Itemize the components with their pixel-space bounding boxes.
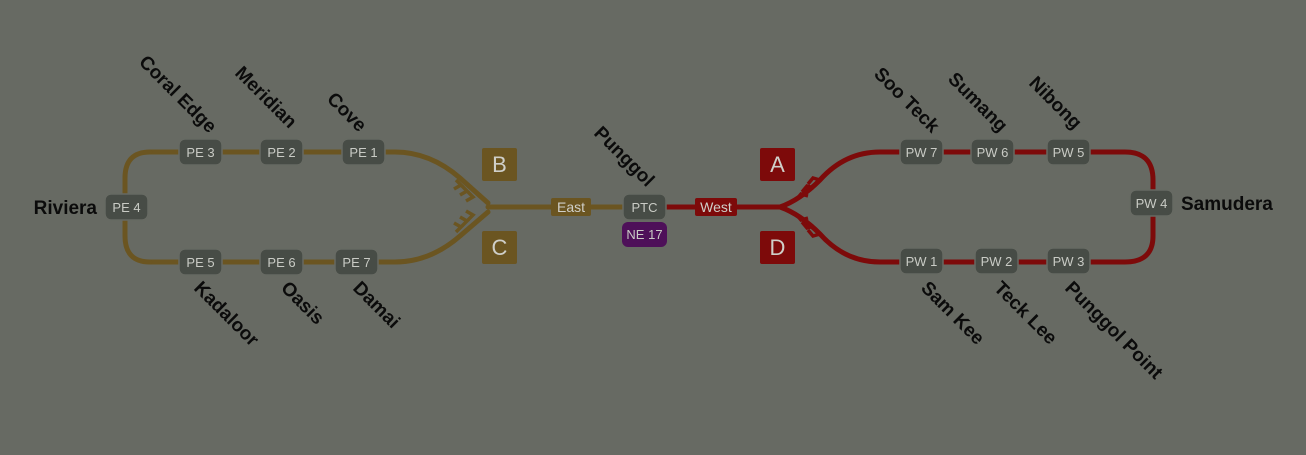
station-pw3[interactable]: PW 3 xyxy=(1046,247,1091,275)
west-label-text: West xyxy=(700,199,732,215)
branch-b-box: B xyxy=(482,148,517,181)
west-direction-chevrons xyxy=(794,176,821,238)
station-kadaloor-name: Kadaloor xyxy=(189,278,263,352)
east-loop-track xyxy=(122,149,628,265)
west-loop-track xyxy=(662,149,1156,265)
station-oasis-name: Oasis xyxy=(276,278,327,329)
interchange-ne17[interactable]: NE 17 xyxy=(622,222,667,247)
station-pw3-code: PW 3 xyxy=(1053,254,1085,269)
branch-a-label: A xyxy=(770,152,785,177)
station-pe1[interactable]: PE 1 xyxy=(341,138,386,166)
station-cove-name: Cove xyxy=(322,89,370,137)
station-pe5[interactable]: PE 5 xyxy=(178,248,223,276)
station-pe6[interactable]: PE 6 xyxy=(259,248,304,276)
east-label-text: East xyxy=(557,199,585,215)
station-sumang-name: Sumang xyxy=(943,69,1011,137)
branch-b-label: B xyxy=(492,152,507,177)
station-pe3-code: PE 3 xyxy=(186,145,214,160)
station-nibong-name: Nibong xyxy=(1024,73,1085,134)
station-pe7-code: PE 7 xyxy=(342,255,370,270)
interchange-ne17-code: NE 17 xyxy=(626,227,662,242)
station-soo-teck-name: Soo Teck xyxy=(869,64,943,138)
station-ptc[interactable]: PTC xyxy=(622,193,667,221)
station-pw5[interactable]: PW 5 xyxy=(1046,138,1091,166)
branch-a-box: A xyxy=(760,148,795,181)
station-pe2-code: PE 2 xyxy=(267,145,295,160)
station-samudera-name: Samudera xyxy=(1181,194,1273,215)
station-pe3[interactable]: PE 3 xyxy=(178,138,223,166)
station-pe4[interactable]: PE 4 xyxy=(104,193,149,221)
station-pw2[interactable]: PW 2 xyxy=(974,247,1019,275)
station-pe4-code: PE 4 xyxy=(112,200,140,215)
station-pw5-code: PW 5 xyxy=(1053,145,1085,160)
branch-d-box: D xyxy=(760,231,795,264)
station-pw7[interactable]: PW 7 xyxy=(899,138,944,166)
station-meridian-name: Meridian xyxy=(230,63,300,133)
station-pe1-code: PE 1 xyxy=(349,145,377,160)
station-damai-name: Damai xyxy=(348,278,403,333)
station-pe7[interactable]: PE 7 xyxy=(334,248,379,276)
station-punggol-name: Punggol xyxy=(589,123,658,192)
branch-c-box: C xyxy=(482,231,517,264)
branch-c-label: C xyxy=(492,235,508,260)
station-coral-edge-name: Coral Edge xyxy=(134,52,220,138)
station-pw6[interactable]: PW 6 xyxy=(970,138,1015,166)
station-pe2[interactable]: PE 2 xyxy=(259,138,304,166)
west-direction-label: West xyxy=(695,198,737,216)
station-pw2-code: PW 2 xyxy=(981,254,1013,269)
station-pw7-code: PW 7 xyxy=(906,145,938,160)
station-pw1[interactable]: PW 1 xyxy=(899,247,944,275)
station-pe6-code: PE 6 xyxy=(267,255,295,270)
station-punggol-point-name: Punggol Point xyxy=(1060,278,1166,384)
east-direction-chevrons xyxy=(453,178,476,234)
station-riviera-name: Riviera xyxy=(34,198,98,219)
station-ptc-code: PTC xyxy=(632,200,658,215)
branch-d-label: D xyxy=(770,235,786,260)
station-pw6-code: PW 6 xyxy=(977,145,1009,160)
station-pw4[interactable]: PW 4 xyxy=(1129,189,1174,217)
station-pe5-code: PE 5 xyxy=(186,255,214,270)
station-pw4-code: PW 4 xyxy=(1136,196,1168,211)
station-pw1-code: PW 1 xyxy=(906,254,938,269)
east-direction-label: East xyxy=(551,198,591,216)
station-sam-kee-name: Sam Kee xyxy=(916,278,988,350)
station-teck-lee-name: Teck Lee xyxy=(989,278,1060,349)
